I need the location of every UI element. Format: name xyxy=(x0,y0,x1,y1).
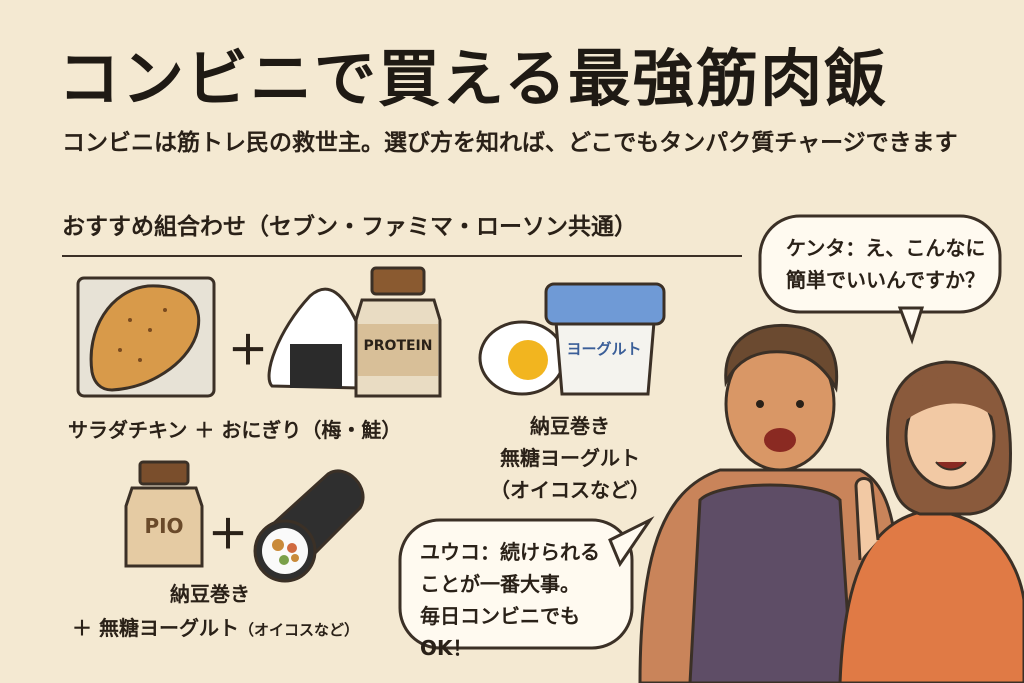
yuko-line-1: ユウコ：続けられる xyxy=(420,540,600,564)
combo2-line3: （オイコスなど） xyxy=(490,478,650,502)
plus-sign: ＋ xyxy=(208,512,248,558)
combo3-line2-main: ＋ 無糖ヨーグルト xyxy=(72,616,239,640)
combo2-line1: 納豆巻き xyxy=(530,414,610,438)
yogurt-label: ヨーグルト xyxy=(566,340,642,358)
yuko-speech-bubble xyxy=(398,516,655,650)
kenta-speech-bubble xyxy=(758,214,1002,345)
pio-bottle-icon xyxy=(124,460,204,568)
kenta-line-1: ケンタ：え、こんなに xyxy=(786,236,986,260)
combo2-line2: 無糖ヨーグルト xyxy=(500,446,640,470)
onigiri-icon xyxy=(267,287,371,390)
combo1-caption: サラダチキン ＋ おにぎり（梅・鮭） xyxy=(68,418,402,442)
yogurt-cup-icon xyxy=(544,282,666,396)
subtitle: コンビニは筋トレ民の救世主。選び方を知れば、どこでもタンパク質チャージできます xyxy=(62,130,958,156)
section-heading: おすすめ組合わせ（セブン・ファミマ・ローソン共通） xyxy=(62,214,637,240)
divider xyxy=(62,255,742,257)
plus-sign: ＋ xyxy=(228,328,268,374)
boiled-egg-icon xyxy=(478,320,566,396)
kenta-bubble-text: ケンタ：え、こんなに 簡単でいいんですか？ xyxy=(786,232,986,296)
page-title: コンビニで買える最強筋肉飯 xyxy=(58,42,889,115)
natto-roll-icon xyxy=(253,469,365,583)
yuko-bubble-text: ユウコ：続けられる ことが一番大事。 毎日コンビニでもOK！ xyxy=(420,536,630,664)
combo3-line1: 納豆巻き xyxy=(170,582,250,606)
combo3-line2: ＋ 無糖ヨーグルト（オイコスなど） xyxy=(72,612,359,641)
salad-chicken-icon xyxy=(76,276,216,398)
man-character xyxy=(638,323,902,683)
protein-label: PROTEIN xyxy=(363,338,433,354)
yuko-line-3: 毎日コンビニでもOK！ xyxy=(420,604,580,660)
combo3-line2-note: （オイコスなど） xyxy=(238,621,359,639)
pio-label: PIO xyxy=(144,514,184,538)
yuko-line-2: ことが一番大事。 xyxy=(420,572,580,596)
protein-bottle-icon xyxy=(354,266,442,398)
kenta-line-2: 簡単でいいんですか？ xyxy=(786,268,985,292)
woman-character xyxy=(838,360,1024,683)
